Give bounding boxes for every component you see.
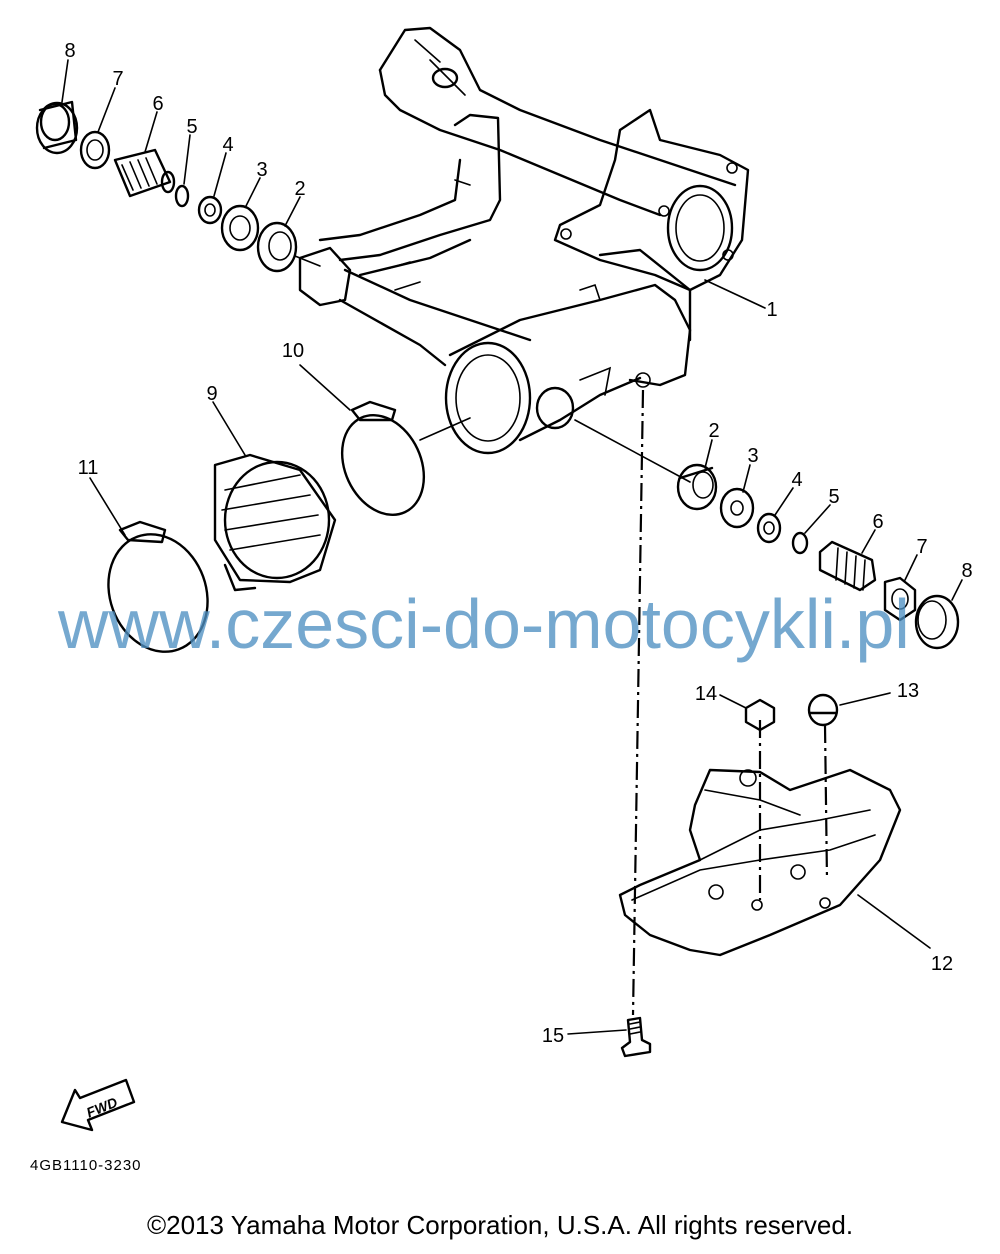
callout-6-right: 6 xyxy=(872,511,883,533)
copyright-notice: ©2013 Yamaha Motor Corporation, U.S.A. A… xyxy=(146,1210,854,1240)
bearing-left xyxy=(256,221,298,273)
boot-part xyxy=(212,401,337,592)
callout-1: 1 xyxy=(766,299,777,321)
callout-2-left: 2 xyxy=(294,178,305,200)
oring-left xyxy=(174,184,190,208)
swingarm-part xyxy=(298,26,766,455)
callout-14: 14 xyxy=(695,683,717,705)
callout-4-right: 4 xyxy=(791,469,802,491)
plug-14 xyxy=(719,694,776,732)
washer-left xyxy=(197,195,223,225)
callout-15: 15 xyxy=(542,1025,564,1047)
callout-5-left: 5 xyxy=(186,116,197,138)
callout-5-right: 5 xyxy=(828,486,839,508)
nut-right xyxy=(883,576,917,622)
guard-part xyxy=(618,768,931,957)
pivot-shaft-left xyxy=(113,148,176,198)
callout-7-left: 7 xyxy=(112,68,123,90)
nut-left xyxy=(79,130,111,170)
callout-9: 9 xyxy=(206,383,217,405)
seal-left xyxy=(220,204,260,252)
callout-4-left: 4 xyxy=(222,134,233,156)
right-pivot-stack xyxy=(574,419,963,650)
forward-arrow-icon: FWD xyxy=(60,1078,136,1132)
callout-8-left: 8 xyxy=(64,40,75,62)
drawing-code: 4GB1110-3230 xyxy=(30,1157,142,1174)
centerline-bolt xyxy=(631,389,645,1016)
clamp-11 xyxy=(89,477,209,653)
bolt-15 xyxy=(567,1016,652,1058)
callout-10: 10 xyxy=(282,340,304,362)
callout-7-right: 7 xyxy=(916,536,927,558)
left-pivot-stack xyxy=(35,59,321,273)
bearing-right xyxy=(676,463,718,511)
seal-right xyxy=(719,487,755,529)
callout-6-left: 6 xyxy=(152,93,163,115)
cap-left xyxy=(35,100,79,155)
callout-2-right: 2 xyxy=(708,420,719,442)
washer-right xyxy=(756,512,782,544)
callout-3-right: 3 xyxy=(747,445,758,467)
centerline-plug-13 xyxy=(823,724,829,881)
callout-8-right: 8 xyxy=(961,560,972,582)
oring-right xyxy=(791,531,809,555)
plug-13 xyxy=(807,692,891,727)
callout-11: 11 xyxy=(78,457,99,479)
callout-13: 13 xyxy=(897,680,919,702)
pivot-shaft-right xyxy=(818,540,877,592)
callout-12: 12 xyxy=(931,953,953,975)
clamp-10 xyxy=(299,364,471,516)
fwd-label: FWD xyxy=(84,1094,120,1121)
cap-right xyxy=(914,594,960,650)
callout-3-left: 3 xyxy=(256,159,267,181)
watermark: www.czesci-do-motocykli.pl xyxy=(57,585,910,663)
